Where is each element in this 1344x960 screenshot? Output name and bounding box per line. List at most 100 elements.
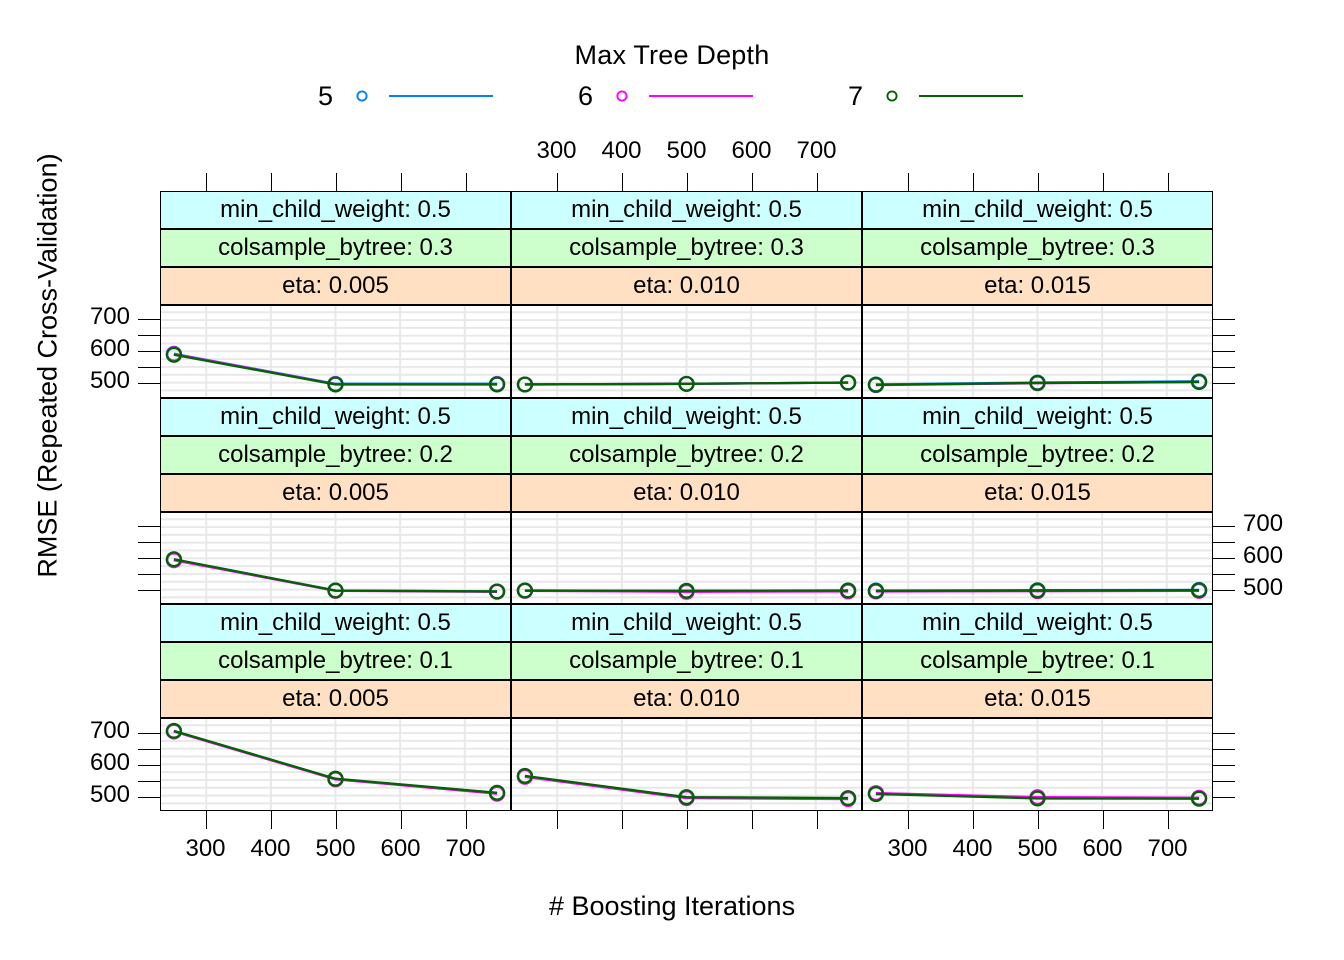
strip-label: min_child_weight: 0.5 [160,191,511,229]
y-tick [138,574,160,575]
y-tick-label: 600 [89,748,130,776]
strip-label: eta: 0.010 [511,473,862,512]
y-tick [1213,351,1235,353]
y-tick [1213,558,1235,559]
x-tick [907,811,909,829]
strip-label: eta: 0.010 [511,680,862,719]
panel-r3-c1 [160,718,511,811]
x-tick [205,173,207,191]
legend-line-swatch [649,95,754,97]
legend-circle-icon [611,85,633,107]
strip-label: colsample_bytree: 0.1 [511,642,862,681]
strip-label: eta: 0.010 [511,267,862,305]
y-tick [1213,590,1235,591]
x-tick-label: 300 [185,835,226,862]
legend-entry-7: 7 [848,78,1024,114]
strip-label: eta: 0.005 [160,680,511,719]
x-tick-label: 700 [445,835,486,862]
panel-r1-c1 [160,305,511,398]
x-tick [556,173,558,191]
x-tick [1102,811,1104,829]
x-tick-label: 300 [887,835,928,862]
strip-label: min_child_weight: 0.5 [160,397,511,436]
y-tick [138,319,160,321]
y-tick [1213,764,1235,766]
y-tick [138,732,160,734]
strip-label: min_child_weight: 0.5 [511,604,862,643]
y-tick-label: 700 [1243,510,1284,537]
strip-label: colsample_bytree: 0.2 [160,435,511,474]
strip-label: colsample_bytree: 0.2 [511,435,862,474]
x-tick-label: 400 [250,835,291,862]
y-tick [138,748,160,750]
x-tick [465,811,467,829]
y-tick [1213,732,1235,734]
legend-line-swatch [919,95,1024,97]
strip-label: colsample_bytree: 0.3 [862,229,1213,267]
x-tick [400,811,402,829]
x-tick [1167,173,1169,191]
strip-label: eta: 0.015 [862,680,1213,719]
x-tick [335,811,337,829]
y-tick [1213,748,1235,750]
x-tick [400,173,402,191]
y-tick [138,383,160,385]
x-axis-title: # Boosting Iterations [548,891,796,921]
strip-label: eta: 0.015 [862,267,1213,305]
x-tick [1037,173,1039,191]
y-tick-label: 600 [1243,542,1284,569]
y-tick [1213,383,1235,385]
y-tick [138,590,160,591]
panel-r3-c2 [511,718,862,811]
strip-label: min_child_weight: 0.5 [862,604,1213,643]
legend-circle-icon [881,85,903,107]
y-tick [138,542,160,543]
panel-r2-c2 [511,511,862,605]
panel-r1-c3 [862,305,1213,398]
y-tick-label: 500 [1243,574,1284,601]
strip-label: eta: 0.015 [862,473,1213,512]
strip-label: min_child_weight: 0.5 [862,191,1213,229]
y-tick-label: 700 [89,303,130,331]
y-tick [138,764,160,766]
legend-entry-6: 6 [578,78,754,114]
y-tick [138,335,160,337]
y-tick-label: 600 [89,335,130,363]
x-tick [816,811,818,829]
y-tick [1213,526,1235,527]
y-tick [1213,319,1235,321]
y-tick-label: 500 [89,780,130,808]
y-tick [1213,574,1235,575]
x-tick [270,173,272,191]
x-tick-label: 300 [536,137,577,164]
x-tick [205,811,207,829]
x-tick-label: 600 [731,137,772,164]
strip-label: eta: 0.005 [160,473,511,512]
y-tick [138,367,160,369]
legend-line-swatch [389,95,494,97]
x-tick [556,811,558,829]
y-tick [138,558,160,559]
x-tick [751,811,753,829]
strip-label: colsample_bytree: 0.2 [862,435,1213,474]
strip-label: colsample_bytree: 0.3 [160,229,511,267]
x-tick [465,173,467,191]
x-tick-label: 700 [1147,835,1188,862]
x-tick-label: 500 [666,137,707,164]
strip-label: colsample_bytree: 0.1 [160,642,511,681]
panel-r2-c3 [862,511,1213,605]
x-tick [1102,173,1104,191]
y-tick [138,526,160,527]
strip-label: min_child_weight: 0.5 [160,604,511,643]
strip-label: min_child_weight: 0.5 [862,397,1213,436]
x-tick [686,173,688,191]
y-tick [1213,542,1235,543]
x-tick [816,173,818,191]
panel-r3-c3 [862,718,1213,811]
y-tick [1213,780,1235,782]
x-tick-label: 700 [796,137,837,164]
strip-label: colsample_bytree: 0.3 [511,229,862,267]
legend-entry-label: 5 [318,80,334,111]
